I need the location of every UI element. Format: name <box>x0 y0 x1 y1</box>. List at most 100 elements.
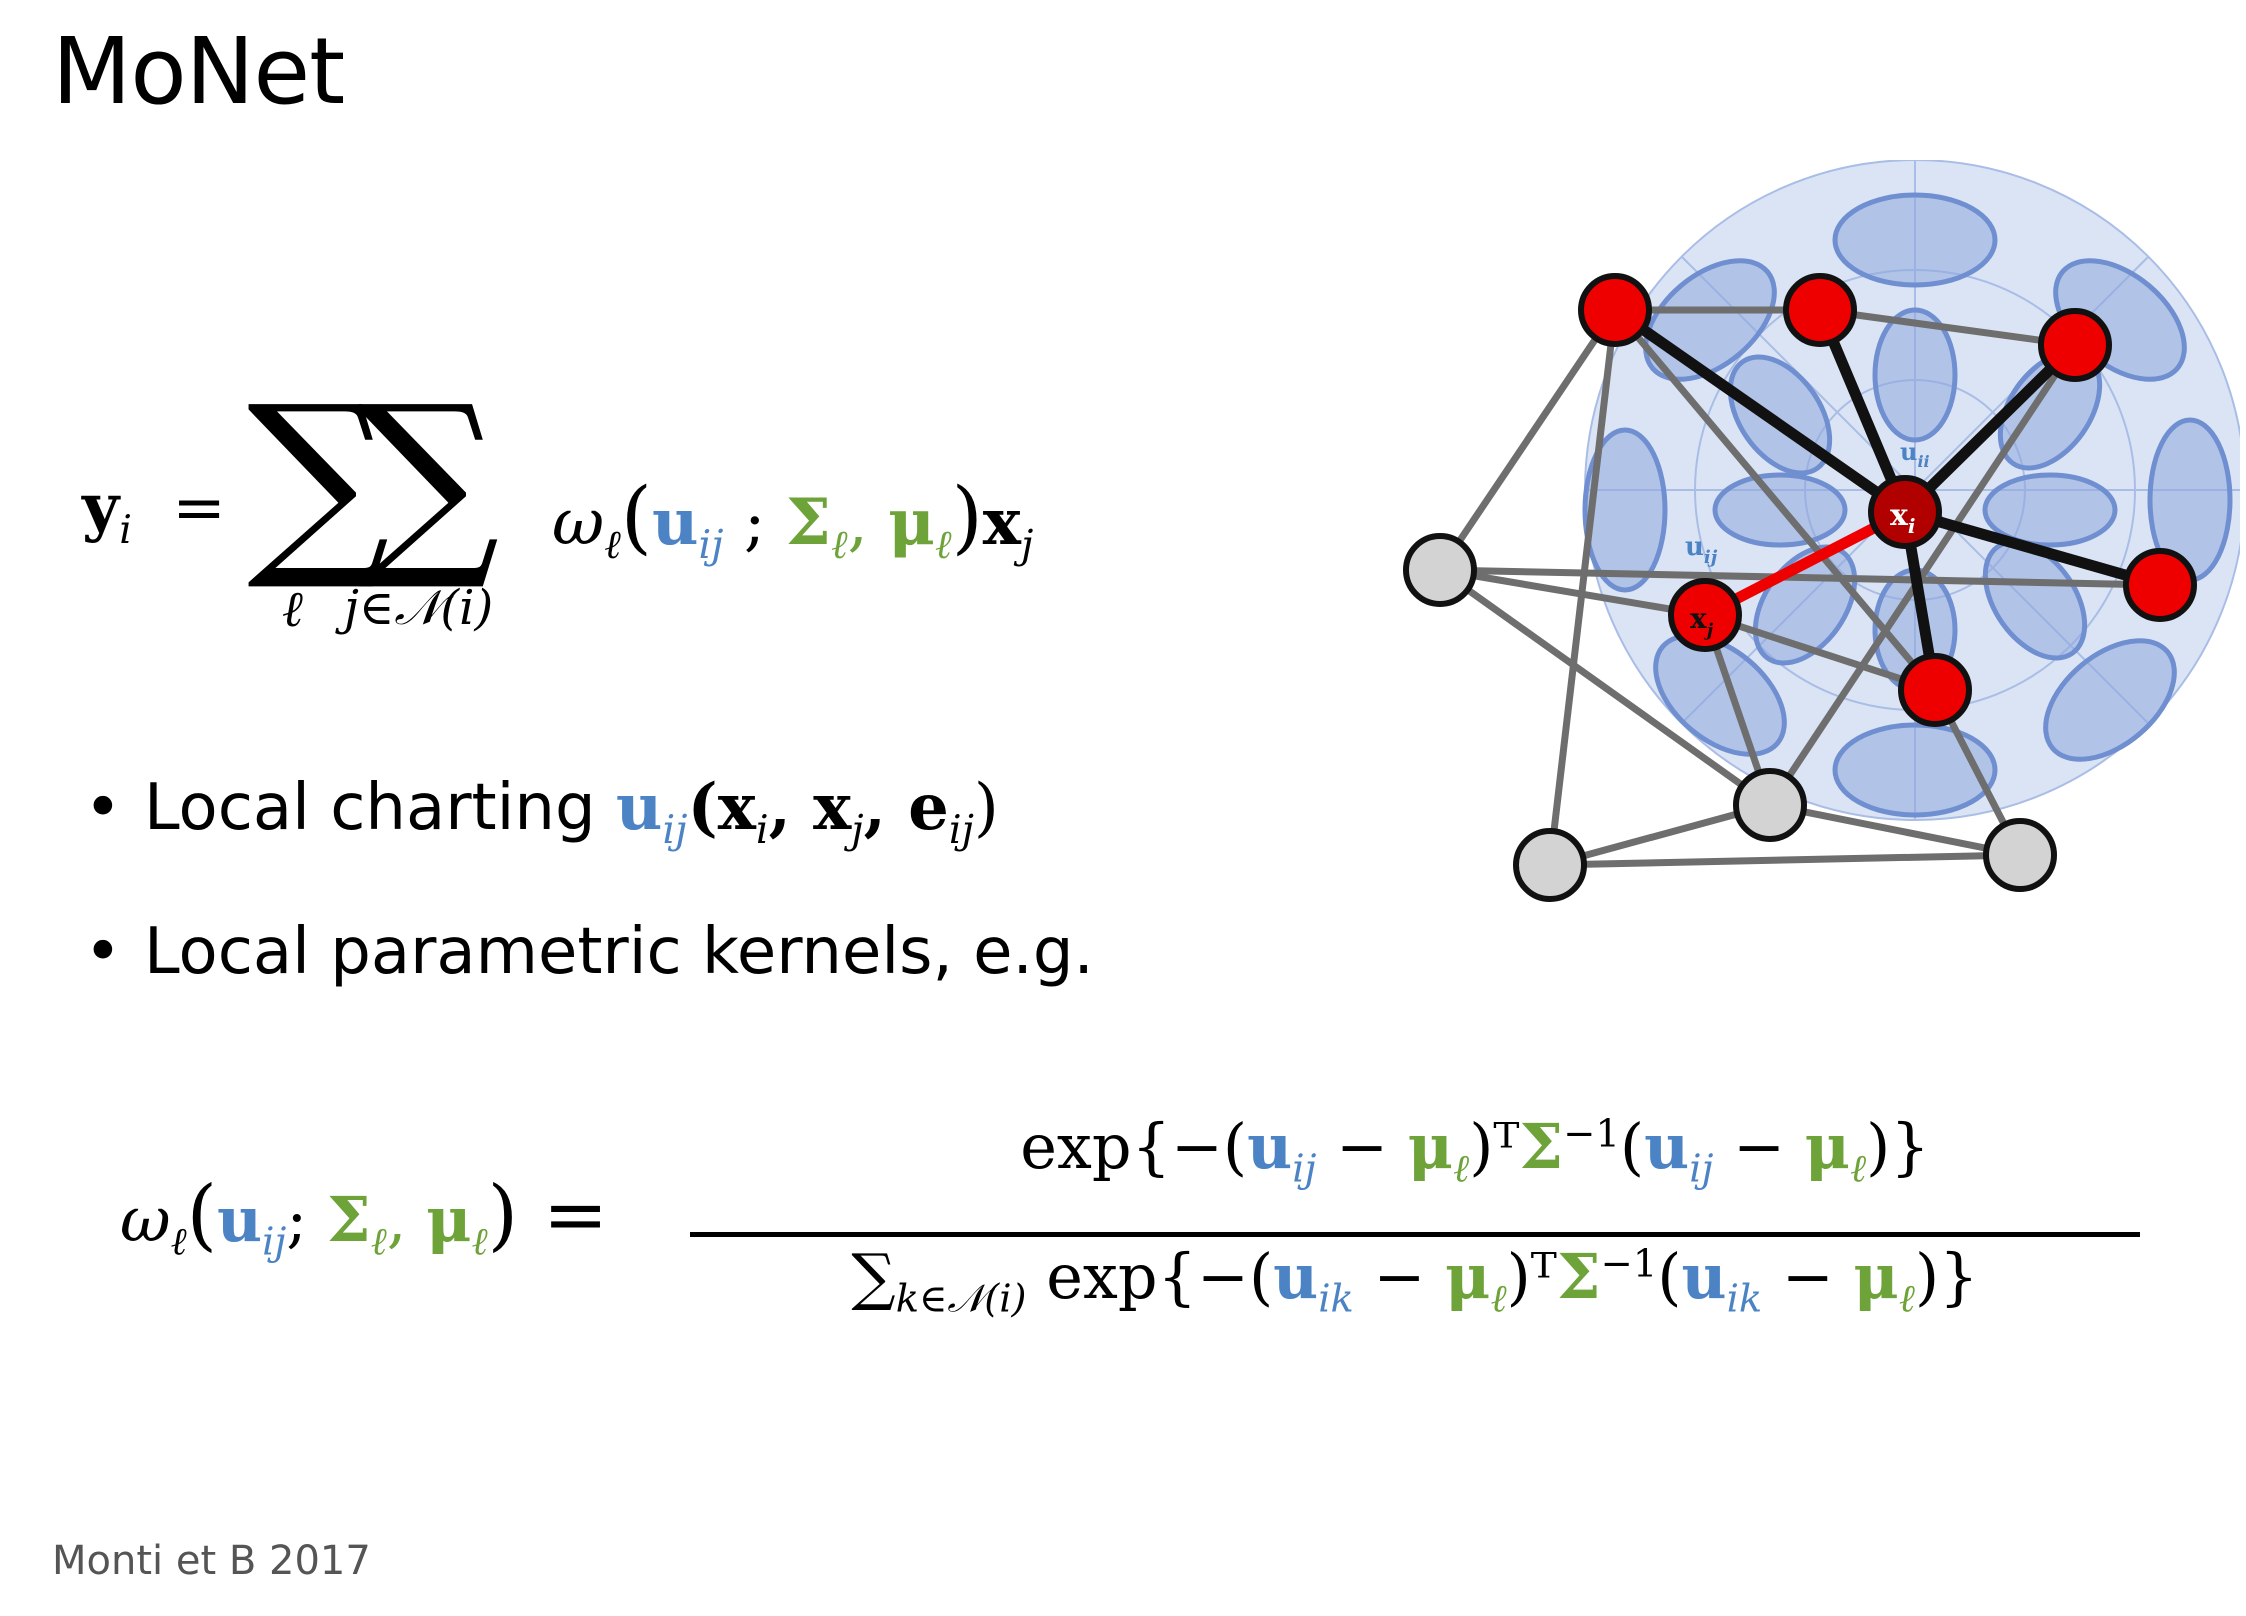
slide-title: MoNet <box>52 18 345 125</box>
eq-sigma: Σ <box>785 485 831 560</box>
k-semi: ; <box>286 1183 327 1256</box>
eq-sigma-sub: ℓ <box>830 521 848 568</box>
kernel-lhs: ωℓ(uij; Σℓ, μℓ) = <box>120 1170 609 1261</box>
num-close: )} <box>1866 1110 1930 1183</box>
gaussian-kernels <box>1582 192 2233 818</box>
eq-equals: = <box>172 471 226 545</box>
den-sigma: Σ <box>1556 1240 1601 1313</box>
eq-open-paren: ( <box>620 470 652 563</box>
k-close-equals: ) = <box>487 1170 609 1260</box>
den-transpose: )ᵀ <box>1506 1240 1557 1313</box>
label-uii: uii <box>1900 437 1930 471</box>
num-open2: ( <box>1619 1110 1645 1183</box>
eq-semicolon: ; <box>723 486 766 560</box>
k-omega: ω <box>120 1183 171 1256</box>
eq-u: u <box>651 485 699 560</box>
den-sum-index: k∈𝒩(i) <box>895 1276 1027 1322</box>
citation: Monti et B 2017 <box>52 1538 371 1584</box>
edge-uij <box>1702 507 1908 620</box>
den-u2: u <box>1681 1240 1727 1313</box>
eq-comma: , <box>847 486 868 560</box>
eq-omega: ω <box>552 486 605 560</box>
label-xi: xi <box>1890 498 1916 538</box>
bullet-text-kernels: Local parametric kernels, e.g. <box>144 915 1094 989</box>
eq-mu: μ <box>888 485 936 560</box>
den-u-sub: ik <box>1318 1276 1354 1322</box>
num-inv: −1 <box>1563 1111 1620 1157</box>
k-mu-sub: ℓ <box>471 1219 488 1265</box>
num-minus2: − <box>1713 1110 1805 1183</box>
num-mu-sub: ℓ <box>1453 1146 1470 1192</box>
den-mu2-sub: ℓ <box>1898 1276 1915 1322</box>
bullet-e: , e <box>863 770 949 845</box>
kernel-denominator: ∑k∈𝒩(i) exp{−(uik − μℓ)ᵀΣ−1(uik − μℓ)} <box>690 1240 2140 1318</box>
sum-symbol-1: ∑ <box>247 363 390 596</box>
fraction-bar <box>690 1232 2140 1237</box>
bullet-local-charting: •Local charting uij(xi, xj, eij) <box>84 770 999 850</box>
bullet-u-sub: ij <box>662 806 688 853</box>
bullet-parametric-kernels: • Local parametric kernels, e.g. <box>84 915 1094 989</box>
eq-mu-sub: ℓ <box>935 521 952 568</box>
num-transpose: )ᵀ <box>1469 1110 1520 1183</box>
eq-y-sub: i <box>119 506 132 553</box>
k-sigma: Σ <box>326 1183 371 1256</box>
num-u2-sub: ij <box>1689 1146 1714 1192</box>
eq-omega-sub: ℓ <box>604 521 621 568</box>
label-uij: uij <box>1685 532 1718 568</box>
num-mu2-sub: ℓ <box>1850 1146 1867 1192</box>
k-omega-sub: ℓ <box>170 1219 187 1265</box>
label-xj: xj <box>1690 602 1714 641</box>
bullet-dot-2: • <box>84 915 122 989</box>
den-minus2: − <box>1762 1240 1854 1313</box>
k-sigma-sub: ℓ <box>370 1219 387 1265</box>
num-u-sub: ij <box>1292 1146 1317 1192</box>
sum-index-ell: ℓ <box>282 580 303 638</box>
den-u: u <box>1273 1240 1319 1313</box>
num-u: u <box>1247 1110 1293 1183</box>
den-mu: μ <box>1445 1240 1491 1313</box>
den-close: )} <box>1914 1240 1979 1313</box>
sum-index-j: j∈𝒩(i) <box>344 580 494 636</box>
red-nodes <box>1578 273 2197 727</box>
num-sigma: Σ <box>1519 1110 1564 1183</box>
eq-close-paren: ) <box>951 470 983 563</box>
kernel-numerator: exp{−(uij − μℓ)ᵀΣ−1(uij − μℓ)} <box>810 1110 2140 1188</box>
k-open: ( <box>186 1170 218 1260</box>
k-u: u <box>217 1183 263 1256</box>
gray-nodes <box>1403 533 2057 902</box>
den-mu2: μ <box>1853 1240 1899 1313</box>
center-node <box>1868 475 1942 549</box>
k-mu: μ <box>426 1183 472 1256</box>
num-minus: − <box>1316 1110 1408 1183</box>
bullet-text-charting: Local charting <box>144 771 616 845</box>
bullet-close: ) <box>973 771 999 845</box>
bullet-e-sub: ij <box>948 806 974 853</box>
bullet-xj: , x <box>768 770 852 845</box>
num-mu: μ <box>1407 1110 1454 1183</box>
bullet-dot: • <box>84 771 122 845</box>
eq-x-sub: j <box>1020 521 1034 568</box>
num-exp: exp{−( <box>1020 1110 1248 1183</box>
bullet-xi-sub: i <box>755 806 769 853</box>
sum-symbol-2: ∑ <box>357 363 500 596</box>
k-u-sub: ij <box>262 1219 287 1265</box>
bullet-u: u <box>615 770 663 845</box>
den-mu-sub: ℓ <box>1490 1276 1507 1322</box>
monet-graph-figure: xi xj uij uii <box>1403 160 2240 902</box>
eq-u-sub: ij <box>698 521 724 568</box>
num-mu2: μ <box>1804 1110 1851 1183</box>
bullet-args: (x <box>687 770 756 845</box>
kernel-equation: ωℓ(uij; Σℓ, μℓ) = exp{−(uij − μℓ)ᵀΣ−1(ui… <box>120 1110 2140 1370</box>
k-comma: , <box>386 1183 407 1256</box>
num-u2: u <box>1644 1110 1690 1183</box>
den-exp: exp{−( <box>1026 1240 1274 1313</box>
bullet-xj-sub: j <box>851 806 864 853</box>
den-open2: ( <box>1657 1240 1682 1313</box>
eq-x: x <box>982 485 1021 560</box>
den-sum: ∑ <box>851 1240 896 1313</box>
eq-y: y <box>82 470 120 545</box>
den-u2-sub: ik <box>1726 1276 1763 1322</box>
den-inv: −1 <box>1600 1241 1658 1287</box>
main-equation: yi = ∑ ∑ ℓ j∈𝒩(i) ωℓ(uij ; Σℓ, μℓ)xj <box>82 380 1182 640</box>
den-minus: − <box>1353 1240 1446 1313</box>
